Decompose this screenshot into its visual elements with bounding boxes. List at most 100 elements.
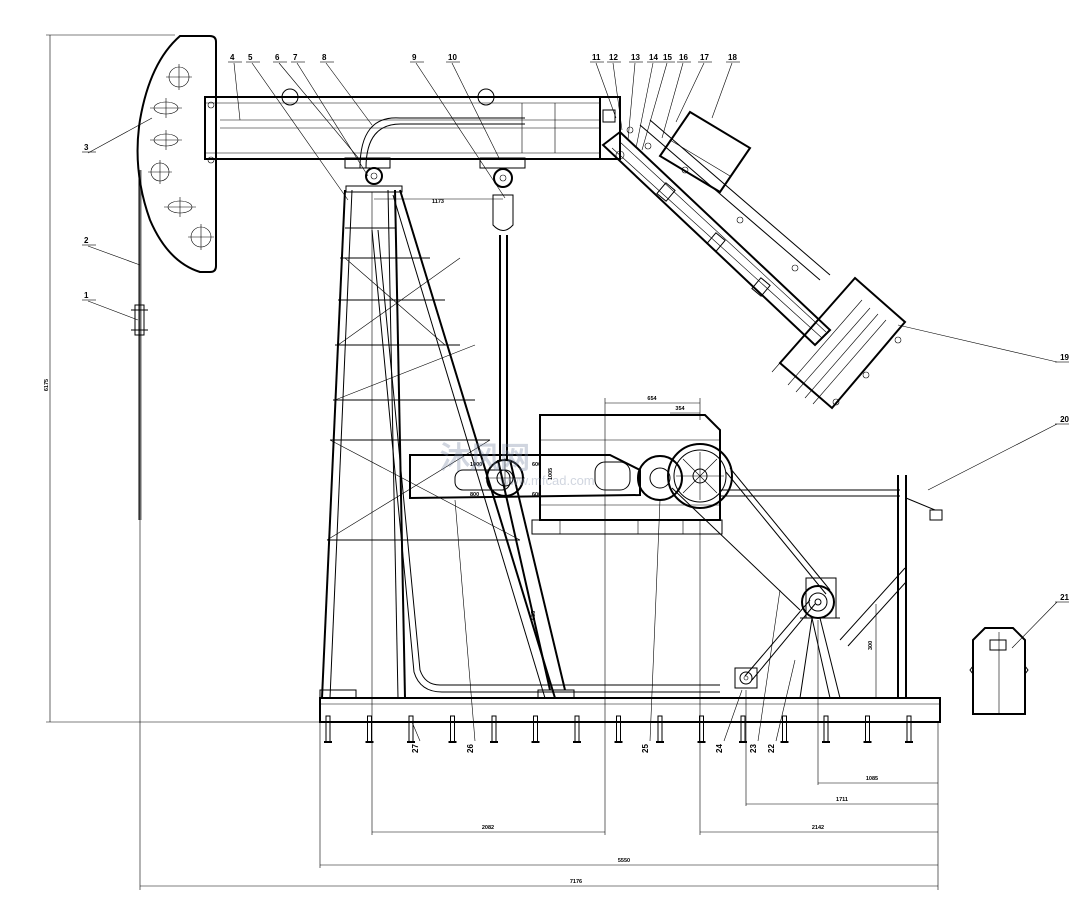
callout-14: 14 xyxy=(649,53,658,62)
brake-linkage xyxy=(720,489,900,681)
leader-20 xyxy=(927,423,1058,491)
leader-25 xyxy=(649,499,661,742)
counterweight-arm xyxy=(601,119,832,347)
anchor-bolt xyxy=(408,715,414,743)
crank-radius-2: 600 xyxy=(532,462,541,468)
anchor-bolt xyxy=(325,715,331,743)
callout-16: 16 xyxy=(679,53,688,62)
leader-5 xyxy=(251,62,349,201)
leader-12 xyxy=(612,62,623,131)
reducer-half-width-label: 354 xyxy=(675,406,685,412)
leader-24 xyxy=(723,689,743,742)
callout-7: 7 xyxy=(293,53,298,62)
leader-2 xyxy=(87,245,141,266)
callout-15: 15 xyxy=(663,53,672,62)
anchor-bolt xyxy=(367,715,372,743)
watermark-main: 沐风网 xyxy=(440,442,530,475)
callout-19: 19 xyxy=(1060,353,1069,362)
anchor-bolts xyxy=(324,715,913,743)
callout-1: 1 xyxy=(84,291,89,300)
anchor-bolt xyxy=(740,715,746,743)
motor-to-end-label: 1711 xyxy=(836,797,848,803)
callout-20: 20 xyxy=(1060,415,1069,424)
leader-3 xyxy=(87,117,153,154)
counterweight-block xyxy=(771,276,907,410)
anchor-bolt xyxy=(906,715,912,743)
leader-4 xyxy=(233,62,241,121)
base-frame xyxy=(319,689,941,743)
watermark: 沐风网 www.mfcad.com xyxy=(440,442,595,488)
leader-lines xyxy=(87,62,1058,742)
leader-8 xyxy=(325,62,373,126)
callout-25: 25 xyxy=(641,744,650,753)
reducer-to-end-label: 2142 xyxy=(812,825,824,831)
crank-radius-1: 1000 xyxy=(470,462,482,468)
leader-9 xyxy=(415,62,506,199)
leader-18 xyxy=(711,62,733,119)
anchor-bolt xyxy=(823,715,829,743)
anchor-bolt xyxy=(450,715,455,743)
saddle-bearing xyxy=(344,157,403,193)
callout-4: 4 xyxy=(230,53,235,62)
callout-18: 18 xyxy=(728,53,737,62)
pitman-arm xyxy=(497,459,566,691)
callout-24: 24 xyxy=(715,744,724,753)
motor-base-height-label: 300 xyxy=(868,641,874,650)
callout-21: 21 xyxy=(1060,593,1069,602)
pillar-to-reducer-label: 2082 xyxy=(482,825,494,831)
callout-9: 9 xyxy=(412,53,417,62)
callout-6: 6 xyxy=(275,53,280,62)
anchor-bolt xyxy=(574,715,580,743)
callout-17: 17 xyxy=(700,53,709,62)
arm-motor-box xyxy=(658,110,752,194)
wire-line-hanger xyxy=(131,170,148,520)
height-dimension: 6 1 7 5 xyxy=(44,34,320,723)
overall-length-label: 7176 xyxy=(570,879,582,885)
base-length-label: 5550 xyxy=(618,858,630,864)
leader-14 xyxy=(635,62,654,149)
reducer-sheave xyxy=(667,443,733,509)
leader-7 xyxy=(296,62,369,177)
v-belt xyxy=(671,467,831,611)
callout-26: 26 xyxy=(466,744,475,753)
reducer-height-label: 1005 xyxy=(548,468,554,480)
callout-22: 22 xyxy=(767,744,776,753)
anchor-bolt xyxy=(533,715,538,743)
link-length-label: 535 xyxy=(531,611,537,620)
callout-8: 8 xyxy=(322,53,327,62)
overall-height-label: 6175 xyxy=(44,379,50,391)
callout-2: 2 xyxy=(84,236,89,245)
equalizer-loop xyxy=(359,117,525,169)
leader-15 xyxy=(641,62,668,151)
leader-16 xyxy=(661,62,684,139)
leader-19 xyxy=(897,324,1058,363)
leader-23 xyxy=(757,589,781,742)
anchor-bolt xyxy=(491,715,497,743)
leader-11 xyxy=(595,62,617,119)
callout-10: 10 xyxy=(448,53,457,62)
gear-reducer: 654 354 xyxy=(531,396,723,835)
callout-27: 27 xyxy=(411,744,420,753)
anchor-bolt xyxy=(657,715,663,743)
anchor-bolt xyxy=(782,715,787,743)
leader-21 xyxy=(1011,601,1058,649)
motor-base: 300 xyxy=(799,475,943,699)
drive-motor xyxy=(800,577,840,619)
walking-beam xyxy=(204,88,621,164)
leader-26 xyxy=(454,499,476,742)
base-link xyxy=(734,667,758,689)
leader-13 xyxy=(627,62,636,141)
anchor-bolt xyxy=(865,715,870,743)
crank-radius-4: 600 xyxy=(532,492,541,498)
leader-27 xyxy=(411,721,421,742)
anchor-bolt xyxy=(616,715,621,743)
leader-17 xyxy=(675,62,705,123)
reducer-width-label: 654 xyxy=(647,396,657,402)
callout-5: 5 xyxy=(248,53,253,62)
beam-center-dimension: 1173 xyxy=(374,198,503,205)
leader-22 xyxy=(775,659,796,742)
samson-post xyxy=(321,189,720,699)
crank: 1000 600 800 600 1005 xyxy=(409,454,641,500)
